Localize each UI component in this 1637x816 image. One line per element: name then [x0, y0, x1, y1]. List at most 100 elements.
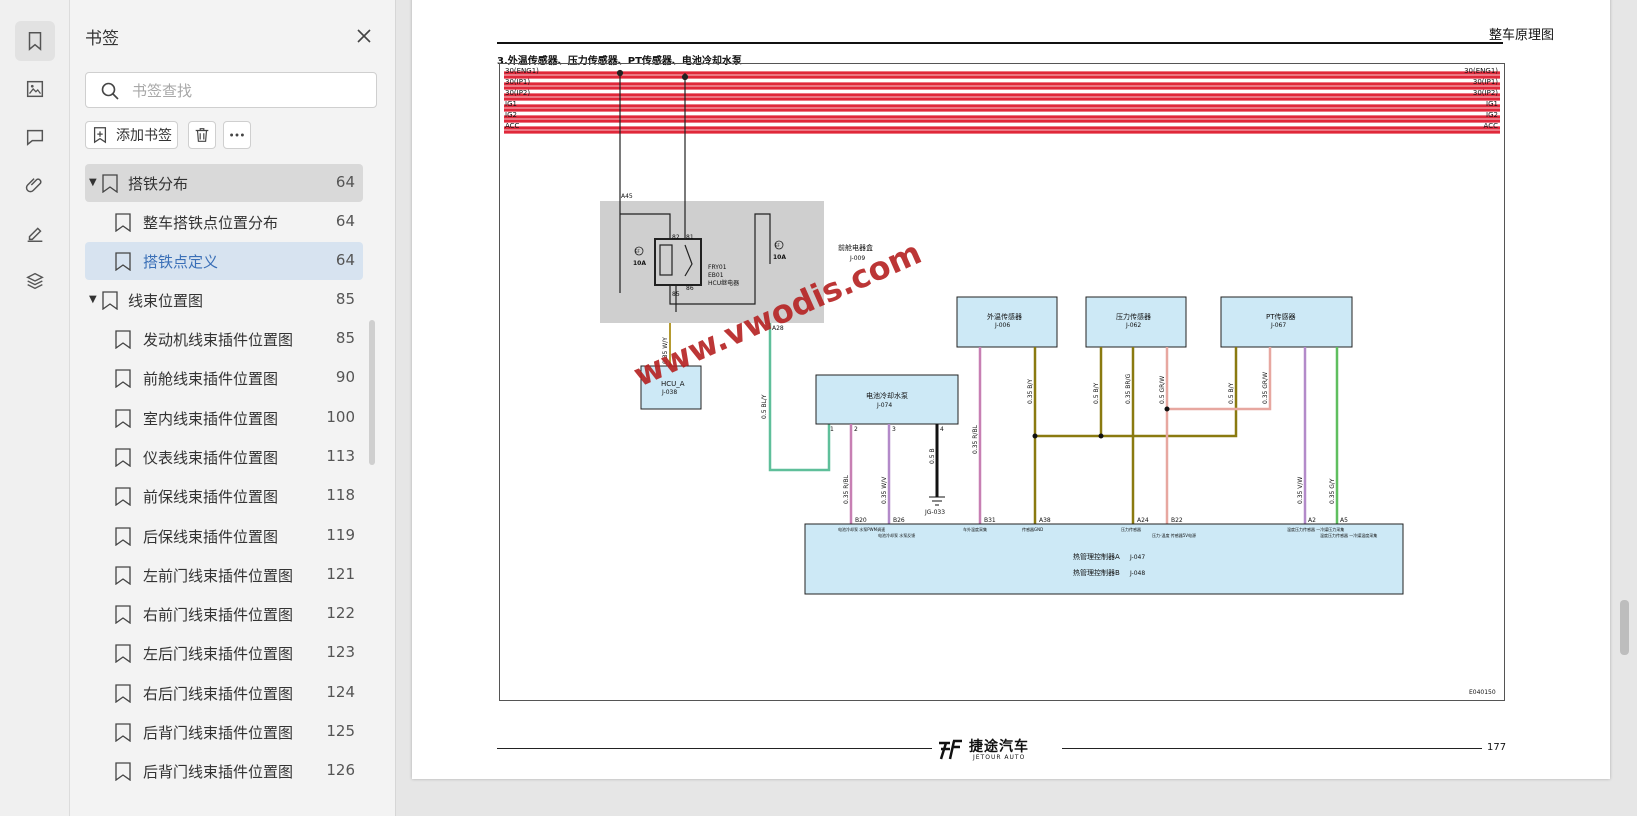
bookmark-label: 整车搭铁点位置分布 [143, 214, 279, 232]
collapse-arrow-icon[interactable]: ▼ [89, 177, 97, 188]
bookmark-icon [115, 409, 131, 428]
bookmark-icon [115, 762, 131, 781]
wire-label: 0.35 GR/W [1262, 372, 1269, 404]
collapse-arrow-icon[interactable]: ▼ [89, 294, 97, 305]
bookmark-scrollbar[interactable] [369, 320, 375, 465]
thumbnail-icon[interactable] [15, 69, 55, 109]
rail-label: ACC [1484, 122, 1499, 130]
bookmark-panel-icon[interactable] [15, 21, 55, 61]
search-icon [101, 82, 119, 100]
wire-label: 0.35 R/BL [972, 424, 979, 454]
bookmark-item[interactable]: 右后门线束插件位置图 124 [85, 674, 363, 712]
delete-bookmark-button[interactable] [188, 121, 216, 149]
bookmark-label: 搭铁分布 [128, 175, 189, 193]
bookmark-item[interactable]: 室内线束插件位置图 100 [85, 399, 363, 437]
bookmark-item[interactable]: 后背门线束插件位置图 125 [85, 713, 363, 751]
wire-green [768, 323, 831, 472]
bookmark-label: 室内线束插件位置图 [143, 410, 279, 428]
bookmark-page: 85 [335, 290, 355, 308]
footer-rule [497, 748, 932, 749]
page-number: 177 [1487, 742, 1507, 753]
bookmark-label: 后背门线束插件位置图 [143, 763, 294, 781]
pin-label: B22 [1171, 517, 1183, 524]
controller-pins: B20 B26 B31 A38 A24 B22 A2 A5 [855, 517, 1348, 524]
rail-labels-right: 30(ENG1) 30(IP1) 30(IP2) IG1 IG2 ACC [1464, 67, 1498, 130]
close-icon[interactable] [354, 26, 374, 46]
bookmark-label: 后保线束插件位置图 [143, 528, 279, 546]
jetour-logo-icon [939, 739, 962, 760]
bookmark-page: 100 [326, 408, 355, 426]
rail-label: IG2 [1486, 111, 1498, 119]
pin-label: A45 [621, 193, 633, 200]
bookmark-item[interactable]: 发动机线束插件位置图 85 [85, 320, 363, 358]
bookmark-item[interactable]: 仪表线束插件位置图 113 [85, 438, 363, 476]
sensor-name: 外温传感器 [987, 312, 1022, 321]
bookmark-label: 前保线束插件位置图 [143, 488, 279, 506]
layers-icon[interactable] [15, 261, 55, 301]
rail-label: 30(IP2) [505, 89, 530, 97]
bookmark-label: 发动机线束插件位置图 [143, 331, 294, 349]
wire-label: 0.5 GR/W [1159, 376, 1166, 404]
wire-label: 0.35 V/W [1297, 477, 1304, 504]
controller-code: J-048 [1129, 570, 1145, 577]
bookmark-icon [115, 566, 131, 585]
bookmark-page: 64 [335, 212, 355, 230]
panel-title: 书签 [85, 29, 119, 49]
bookmark-page: 113 [326, 447, 355, 465]
wire-label: 0.5 B/Y [1093, 382, 1100, 404]
bookmark-item[interactable]: ▼ 线束位置图 85 [85, 281, 363, 319]
relay-labels: A45 82 81 85 86 FRY01 EB01 HCU继电器 A28 [621, 193, 784, 332]
bookmark-panel: 书签 添加书签 ▼ 搭铁分布 64 整车搭铁点位置分布 64 搭铁点定义 64 … [70, 0, 396, 816]
power-rails [504, 71, 1500, 134]
more-options-button[interactable] [223, 121, 251, 149]
bookmark-item[interactable]: 后背门线束插件位置图 126 [85, 752, 363, 790]
wire-label: 0.35 G/Y [1329, 478, 1336, 504]
signature-icon[interactable] [15, 213, 55, 253]
footer-rule [1062, 748, 1482, 749]
rail-label: 30(IP2) [1473, 89, 1498, 97]
hcu-box [640, 365, 702, 410]
front-box-code: J-009 [849, 255, 865, 262]
bookmark-item[interactable]: 左后门线束插件位置图 123 [85, 634, 363, 672]
bookmark-item[interactable]: 前舱线束插件位置图 90 [85, 359, 363, 397]
relay-wiring [616, 69, 771, 312]
add-bookmark-button[interactable]: 添加书签 [85, 121, 178, 149]
logo-text: 捷途汽车 [969, 739, 1029, 755]
bookmark-icon [115, 605, 131, 624]
pin-description: 电池冷却泵 水泵PWM调速 [838, 526, 885, 532]
bookmark-icon [115, 252, 131, 271]
bookmark-item[interactable]: ▼ 搭铁分布 64 [85, 164, 363, 202]
bookmark-item[interactable]: 前保线束插件位置图 118 [85, 477, 363, 515]
wire-label: 0.5 B/Y [1228, 382, 1235, 404]
logo-subtext: JETOUR AUTO [973, 754, 1026, 761]
rail-label: IG1 [505, 100, 517, 108]
bookmark-label: 左前门线束插件位置图 [143, 567, 294, 585]
pump-code: J-074 [876, 402, 892, 409]
sensor-wire-labels: 0.35 R/BL 0.35 B/Y 0.5 B/Y 0.35 BR/G 0.5… [972, 372, 1336, 504]
hcu-name: HCU_A [661, 380, 685, 388]
comment-icon[interactable] [15, 117, 55, 157]
bookmark-page: 90 [335, 368, 355, 386]
rail-label: 30(IP1) [1473, 78, 1498, 86]
bookmark-page: 85 [335, 329, 355, 347]
bookmark-item[interactable]: 后保线束插件位置图 119 [85, 517, 363, 555]
hcu-code: J-038 [661, 389, 677, 396]
thermal-controller-box [804, 523, 1404, 595]
bookmark-search[interactable] [85, 72, 377, 108]
pin-label: 2 [854, 426, 858, 433]
bookmark-icon [115, 487, 131, 506]
bookmark-item[interactable]: 整车搭铁点位置分布 64 [85, 203, 363, 241]
sensor-wires [978, 347, 1339, 524]
bookmark-item[interactable]: 右前门线束插件位置图 122 [85, 595, 363, 633]
bookmark-item[interactable]: 搭铁点定义 64 [85, 242, 363, 280]
diagram-code: E040150 [1469, 689, 1496, 696]
wire-label: 0.35 B/Y [1027, 379, 1034, 404]
wiring-diagram: 30(ENG1) 30(IP1) 30(IP2) IG1 IG2 ACC 30(… [499, 63, 1505, 701]
attachment-icon[interactable] [15, 165, 55, 205]
bookmark-item[interactable]: 左前门线束插件位置图 121 [85, 556, 363, 594]
pin-label: 4 [940, 426, 944, 433]
search-input[interactable] [130, 79, 364, 103]
trash-icon [195, 128, 209, 142]
pt-sensor-box [1220, 296, 1353, 348]
document-scrollbar[interactable] [1620, 600, 1629, 655]
